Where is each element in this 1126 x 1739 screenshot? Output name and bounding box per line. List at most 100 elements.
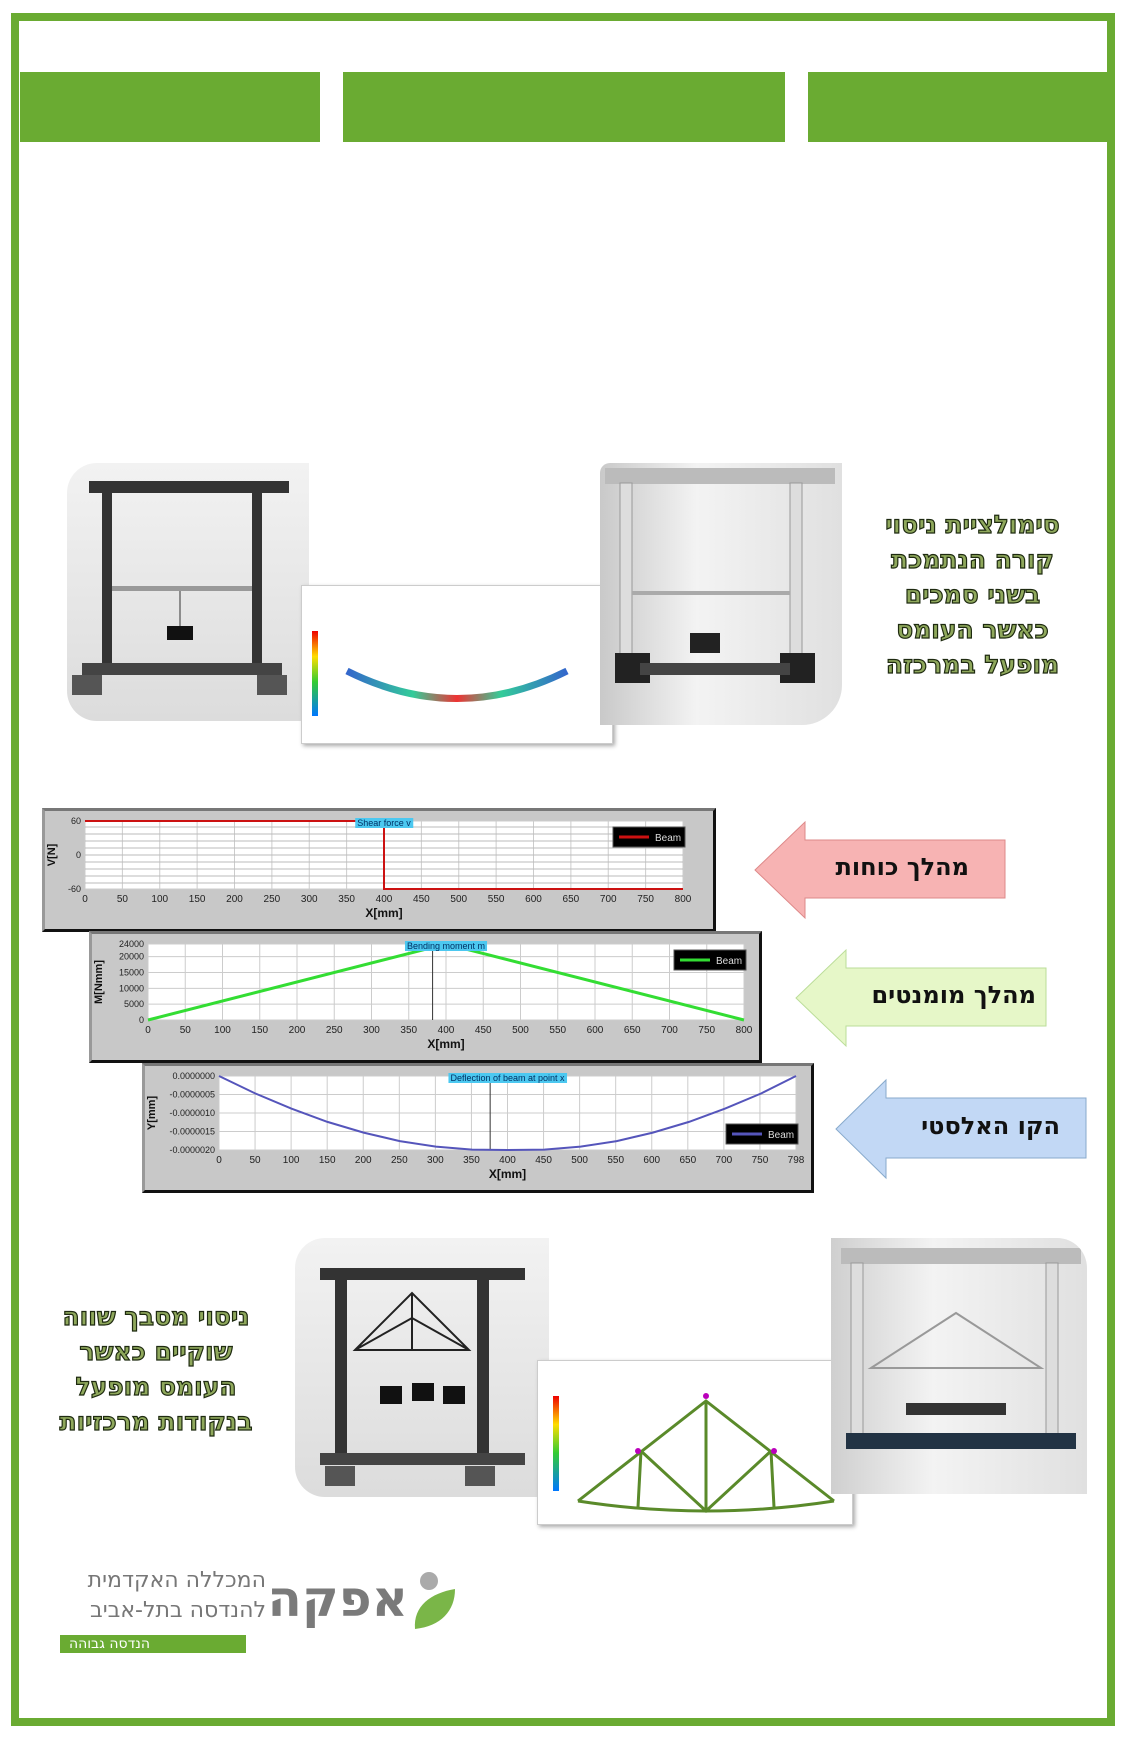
truss-simulation-image — [537, 1360, 853, 1525]
legend-label: Beam — [768, 1130, 794, 1141]
x-tick-label: 150 — [251, 1025, 268, 1036]
beam-frame-drawing — [72, 481, 289, 695]
x-tick-label: 350 — [400, 1025, 417, 1036]
x-tick-label: 50 — [180, 1025, 192, 1036]
x-tick-label: 700 — [716, 1155, 733, 1166]
x-tick-label: 0 — [216, 1155, 222, 1166]
afeka-logo: אפקה המכללה האקדמית להנדסה בתל-אביב הנדס… — [56, 1567, 457, 1657]
x-tick-label: 450 — [413, 894, 430, 905]
caption-line: בנקודות מרכזיות — [59, 1406, 253, 1436]
y-tick-label: -0.0000015 — [169, 1127, 215, 1137]
x-tick-label: 800 — [675, 894, 692, 905]
y-axis-label: M[Nmm] — [93, 960, 105, 1004]
leaf-logo-icon — [414, 1572, 455, 1629]
x-tick-label: 100 — [283, 1155, 300, 1166]
left-arrow-icon — [795, 948, 1047, 1048]
left-arrow-icon — [754, 820, 1006, 920]
truss-test-rig-photo — [831, 1238, 1087, 1494]
caption-line: בשני סמכים — [904, 579, 1041, 609]
moments-arrow: מהלך מומנטים — [794, 948, 1048, 1048]
x-tick-label: 798 — [788, 1155, 805, 1166]
x-tick-label: 600 — [587, 1025, 604, 1036]
x-tick-label: 500 — [512, 1025, 529, 1036]
x-tick-label: 300 — [427, 1155, 444, 1166]
y-tick-label: 60 — [71, 816, 81, 826]
chart-title-bg — [448, 1073, 568, 1083]
header-bar-right — [808, 72, 1109, 142]
x-tick-label: 650 — [679, 1155, 696, 1166]
y-axis-label: V[N] — [46, 843, 58, 866]
x-tick-label: 400 — [499, 1155, 516, 1166]
x-tick-label: 50 — [117, 894, 129, 905]
x-tick-label: 600 — [525, 894, 542, 905]
y-axis-label: Y[mm] — [146, 1096, 158, 1131]
y-tick-label: 20000 — [119, 952, 144, 962]
legend-label: Beam — [716, 956, 742, 967]
x-tick-label: 50 — [250, 1155, 262, 1166]
logo-college-line: המכללה האקדמית — [87, 1568, 266, 1593]
x-tick-label: 750 — [752, 1155, 769, 1166]
x-axis-label: X[mm] — [427, 1037, 464, 1051]
y-tick-label: 10000 — [119, 983, 144, 993]
forces-arrow: מהלך כוחות — [753, 820, 1007, 920]
arrow-label: מהלך מומנטים — [871, 981, 1036, 1009]
x-tick-label: 200 — [226, 894, 243, 905]
x-tick-label: 650 — [563, 894, 580, 905]
y-tick-label: -60 — [68, 884, 81, 894]
chart-title: Shear force v — [357, 818, 411, 828]
y-tick-label: -0.0000010 — [169, 1108, 215, 1118]
logo-tagline: הנדסה גבוהה — [60, 1635, 246, 1653]
x-tick-label: 750 — [698, 1025, 715, 1036]
x-tick-label: 650 — [624, 1025, 641, 1036]
caption-line: ניסוי מסבך שווה — [62, 1301, 250, 1331]
x-tick-label: 550 — [488, 894, 505, 905]
elastic-line-arrow: הקו האלסטי — [834, 1078, 1088, 1180]
x-tick-label: 200 — [289, 1025, 306, 1036]
x-tick-label: 450 — [475, 1025, 492, 1036]
y-tick-label: 24000 — [119, 939, 144, 949]
x-tick-label: 750 — [637, 894, 654, 905]
x-tick-label: 350 — [338, 894, 355, 905]
beam-experiment-caption: סימולציית ניסוי קורה הנתמכת בשני סמכים כ… — [870, 507, 1075, 682]
x-tick-label: 500 — [571, 1155, 588, 1166]
x-tick-label: 800 — [736, 1025, 753, 1036]
x-tick-label: 250 — [264, 894, 281, 905]
caption-line: העומס מופעל — [75, 1371, 237, 1401]
x-tick-label: 550 — [607, 1155, 624, 1166]
x-tick-label: 400 — [438, 1025, 455, 1036]
x-tick-label: 300 — [363, 1025, 380, 1036]
chart-title-bg — [404, 941, 488, 951]
x-tick-label: 700 — [600, 894, 617, 905]
x-tick-label: 200 — [355, 1155, 372, 1166]
x-tick-label: 0 — [82, 894, 88, 905]
x-tick-label: 300 — [301, 894, 318, 905]
x-tick-label: 250 — [391, 1155, 408, 1166]
y-tick-label: 15000 — [119, 968, 144, 978]
y-tick-label: -0.0000020 — [169, 1145, 215, 1155]
x-axis-label: X[mm] — [365, 906, 402, 920]
x-tick-label: 350 — [463, 1155, 480, 1166]
caption-line: סימולציית ניסוי — [885, 509, 1061, 539]
x-tick-label: 700 — [661, 1025, 678, 1036]
x-tick-label: 550 — [549, 1025, 566, 1036]
x-tick-label: 0 — [145, 1025, 151, 1036]
left-arrow-icon — [835, 1078, 1087, 1180]
chart-title: Deflection of beam at point x — [450, 1073, 565, 1083]
beam-test-rig-photo — [600, 463, 842, 725]
x-tick-label: 250 — [326, 1025, 343, 1036]
x-tick-label: 150 — [319, 1155, 336, 1166]
beam-simulation-image — [301, 585, 613, 744]
chart-title: Bending moment m — [407, 941, 485, 951]
x-tick-label: 600 — [643, 1155, 660, 1166]
x-axis-label: X[mm] — [489, 1167, 526, 1181]
caption-line: כאשר העומס — [896, 614, 1050, 644]
x-tick-label: 400 — [376, 894, 393, 905]
header-bar-center — [343, 72, 785, 142]
x-tick-label: 500 — [450, 894, 467, 905]
header-bar-left — [20, 72, 320, 142]
